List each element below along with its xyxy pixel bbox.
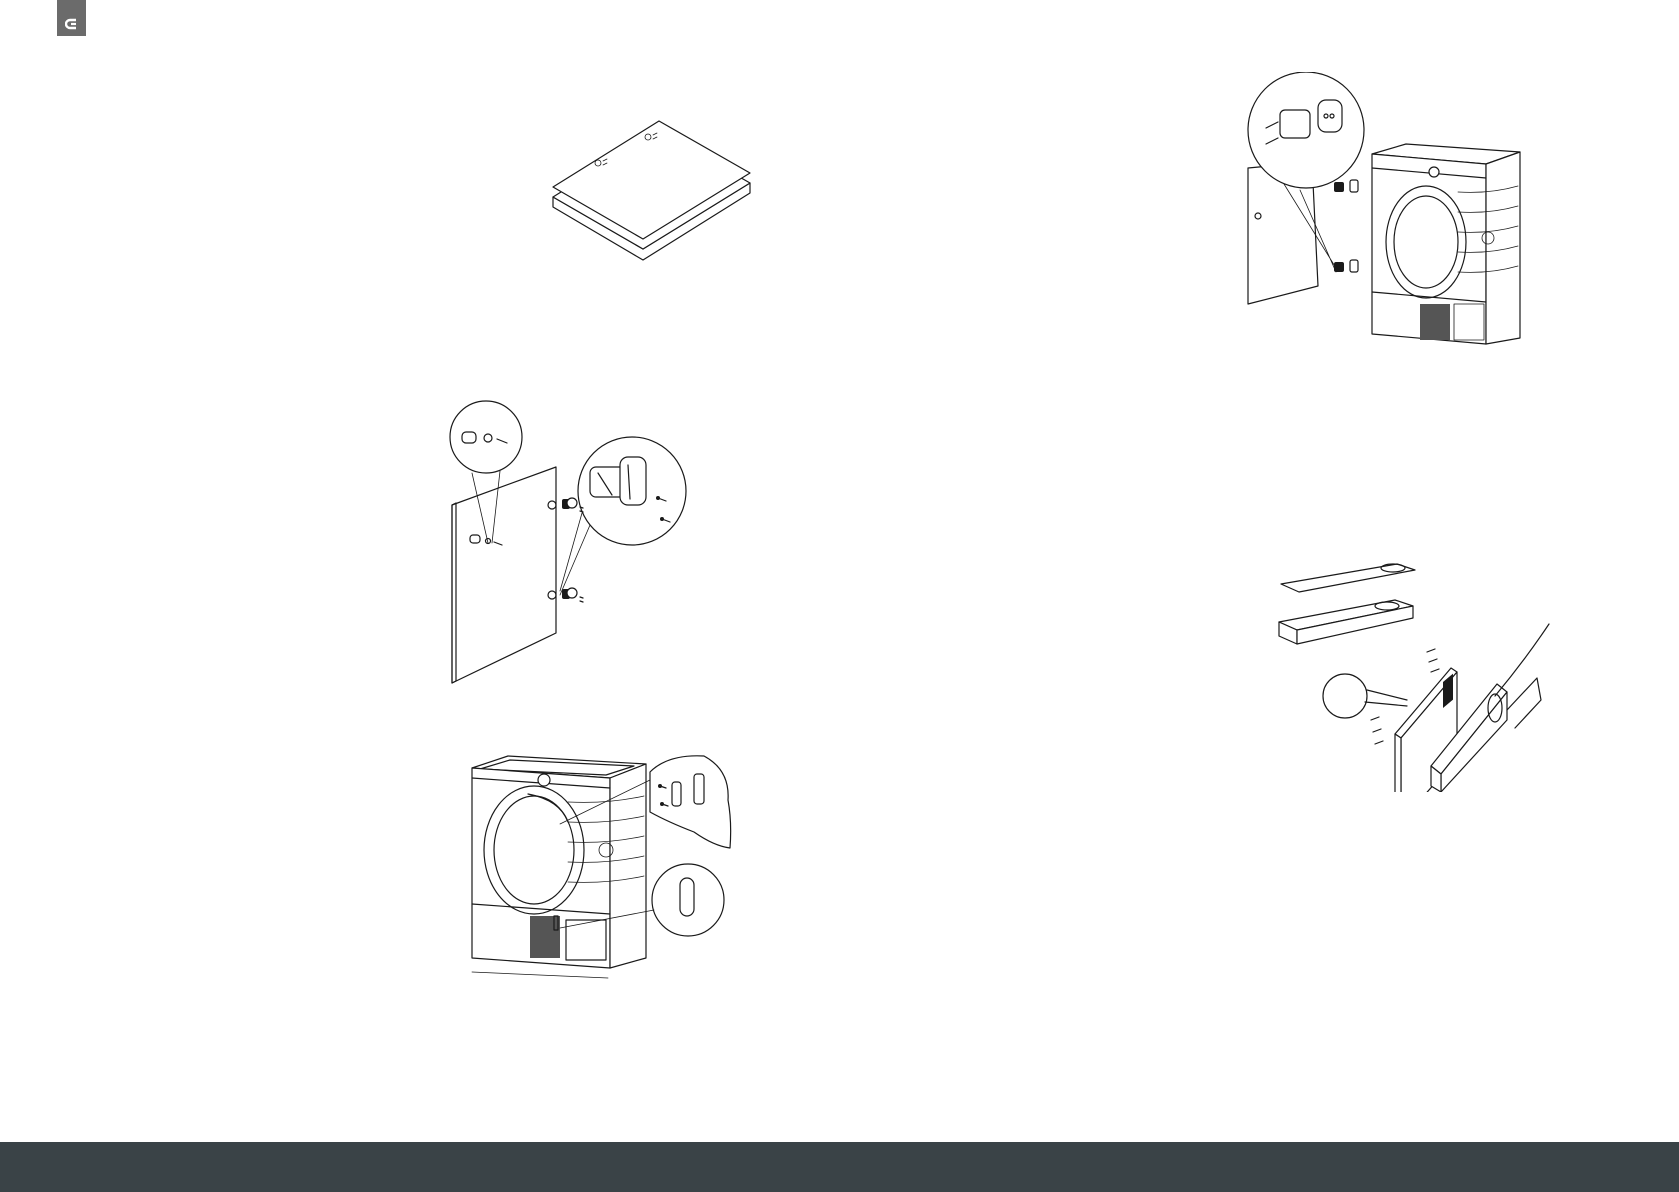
dryer-bracket-icon (468, 752, 738, 982)
door-panel-hinge-icon (440, 395, 690, 685)
footer-bar (0, 1142, 1679, 1192)
door-mount-icon (1240, 72, 1530, 354)
brand-badge (57, 0, 86, 36)
brand-logo-icon (65, 18, 79, 30)
kickplate-vent-icon (1275, 560, 1555, 792)
paper-templates-icon (545, 115, 755, 265)
